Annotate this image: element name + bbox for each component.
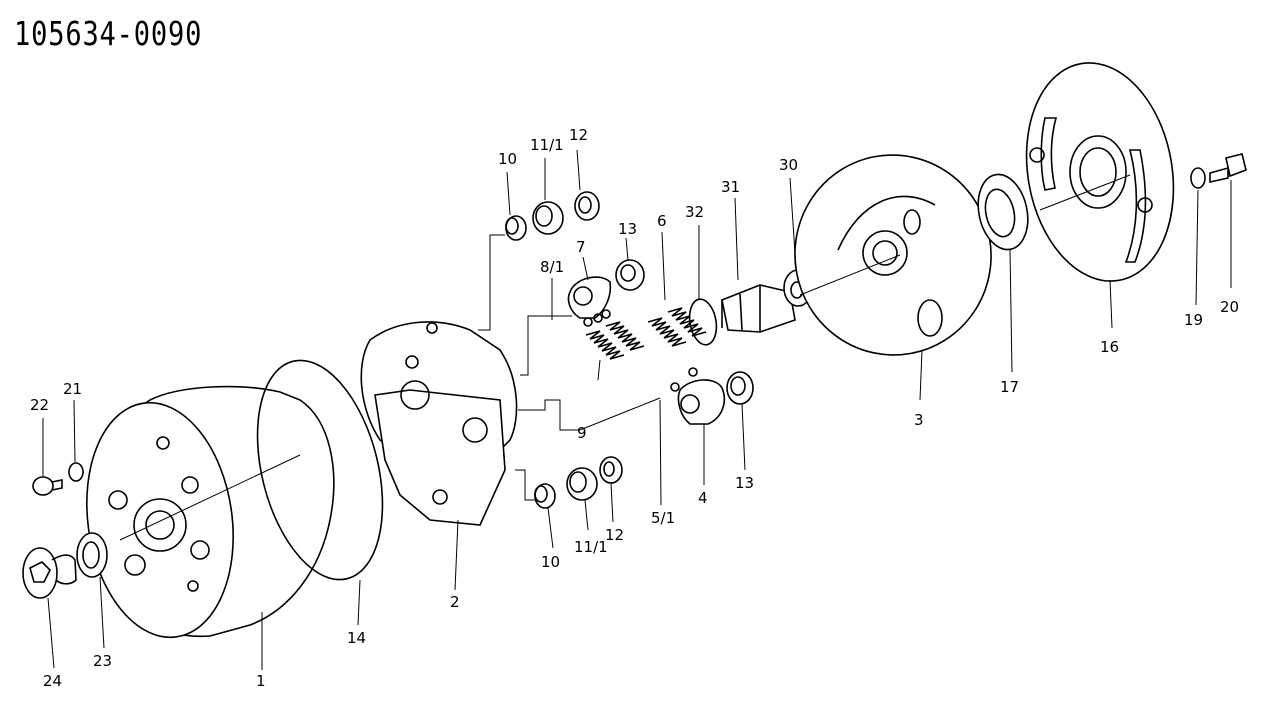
part-6-springs	[647, 307, 707, 347]
label-23: 23	[93, 652, 112, 670]
part-labels: 10 11/1 12 7 13 8/1 9 6 32 31 30 3 17 16…	[30, 126, 1239, 690]
label-9: 9	[577, 424, 587, 442]
part-8-1-balls	[583, 309, 611, 327]
label-10-top: 10	[498, 150, 517, 168]
label-1: 1	[256, 672, 266, 690]
label-17: 17	[1000, 378, 1019, 396]
part-5-1-balls	[670, 367, 698, 392]
label-13-bottom: 13	[735, 474, 754, 492]
part-1-housing	[86, 385, 335, 639]
label-21: 21	[63, 380, 82, 398]
part-11-1-top	[532, 201, 564, 235]
leader-lines	[42, 149, 1232, 670]
part-13-bottom	[726, 371, 754, 405]
part-2-block	[360, 321, 518, 526]
label-2: 2	[450, 593, 460, 611]
label-16: 16	[1100, 338, 1119, 356]
label-6: 6	[657, 212, 667, 230]
label-12-top: 12	[569, 126, 588, 144]
label-24: 24	[43, 672, 62, 690]
part-22-screw	[32, 476, 63, 496]
label-31: 31	[721, 178, 740, 196]
label-20: 20	[1220, 298, 1239, 316]
part-10-top	[505, 215, 527, 241]
part-14-o-ring	[256, 359, 384, 581]
part-24-plug	[22, 547, 77, 599]
part-4-lever	[677, 379, 726, 425]
label-8-1: 8/1	[540, 258, 564, 276]
part-13-top	[615, 259, 645, 291]
label-14: 14	[347, 629, 366, 647]
label-22: 22	[30, 396, 49, 414]
label-32: 32	[685, 203, 704, 221]
part-12-top	[574, 191, 600, 221]
part-3-cover	[794, 154, 992, 356]
part-31-valve	[721, 284, 796, 333]
label-5-1: 5/1	[651, 509, 675, 527]
part-9-springs	[585, 321, 645, 360]
label-19: 19	[1184, 311, 1203, 329]
label-11-1-bottom: 11/1	[574, 538, 608, 556]
part-20-bolt	[1209, 153, 1247, 183]
part-17-bearing	[977, 173, 1029, 251]
part-11-1-bottom	[566, 467, 598, 501]
label-7: 7	[576, 238, 586, 256]
part-12-bottom	[599, 456, 623, 484]
part-21-washer	[68, 462, 84, 482]
part-23-gasket	[76, 532, 108, 578]
label-11-1-top: 11/1	[530, 136, 564, 154]
drawing-number: 105634-0090	[14, 14, 203, 53]
label-4: 4	[698, 489, 708, 507]
label-13-top: 13	[618, 220, 637, 238]
label-3: 3	[914, 411, 924, 429]
label-30: 30	[779, 156, 798, 174]
label-12-bottom: 12	[605, 526, 624, 544]
part-10-bottom	[534, 483, 556, 509]
label-10-bottom: 10	[541, 553, 560, 571]
part-16-end-plate	[1025, 62, 1175, 282]
part-19-washer	[1190, 167, 1206, 189]
part-7-lever	[567, 276, 612, 319]
